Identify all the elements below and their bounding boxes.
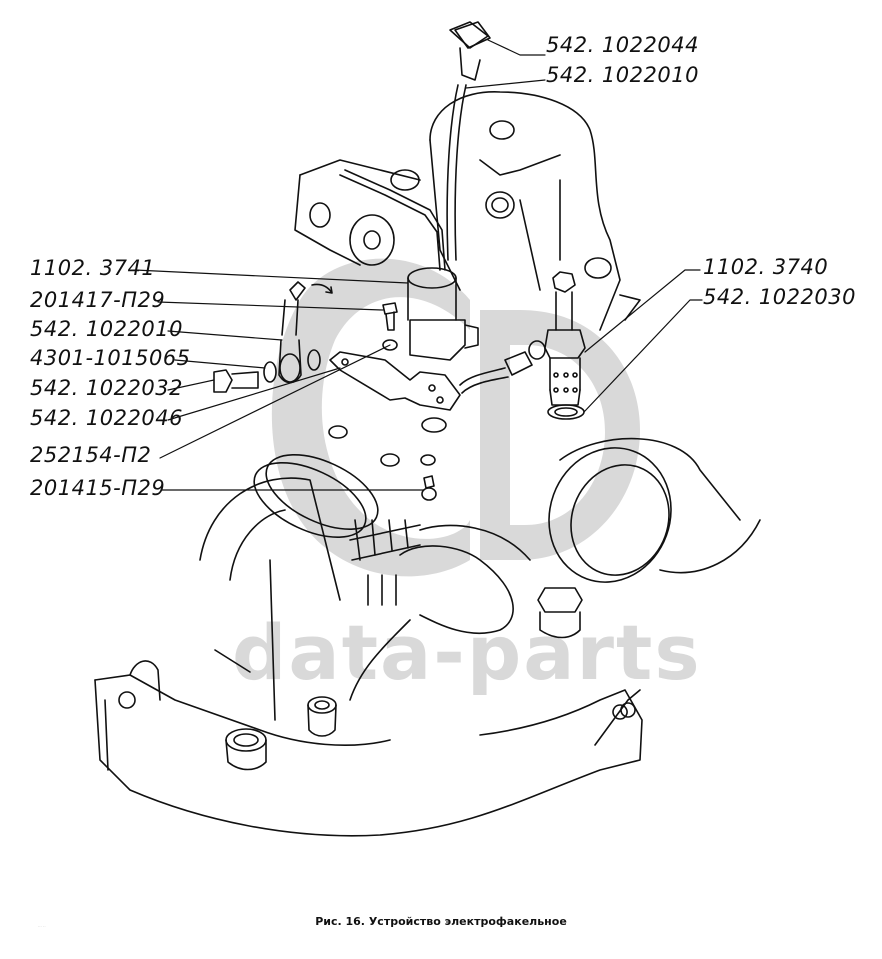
callout-542-1022032: 542. 1022032 [30,376,183,400]
callout-1102-3741: 1102. 3741 [30,256,156,280]
leader-542-1022046 [167,367,341,421]
leader-542-1022032 [167,379,215,391]
figure-caption: Рис. 16. Устройство электрофакельное [315,915,567,928]
manifold-boss-left [225,728,267,771]
mounting-bracket [329,351,461,411]
leader-542-1022010-top [465,79,546,89]
callout-542-1022044: 542. 1022044 [546,33,699,57]
leader-lines-top-right [465,39,546,89]
callout-1102-3740: 1102. 3740 [703,255,829,279]
leader-1102-3740 [584,269,701,353]
leader-lines-right [583,269,703,413]
leader-201417-p29 [157,301,384,311]
fuel-pump-housing [294,91,641,331]
callout-542-1022010-top: 542. 1022010 [546,63,699,87]
leader-542-1022010-left [167,330,283,341]
electrical-lead [446,21,491,261]
callout-252154-p2: 252154-П2 [30,443,152,467]
leader-1102-3741 [134,269,409,284]
corner-mark: ... .. [38,923,46,928]
hose-clamp [253,454,421,606]
banjo-bolt [213,369,259,393]
bolt-201417 [382,302,398,331]
callout-542-1022010-left: 542. 1022010 [30,317,183,341]
drain-plug [537,587,583,639]
leader-542-1022030 [583,299,703,413]
leader-lines-left [134,269,425,491]
callout-201415-p29: 201415-П29 [30,476,166,500]
electrical-connector [449,21,489,49]
leader-4301-1015065 [174,359,266,369]
outlet-flange [548,437,761,583]
callout-542-1022030: 542. 1022030 [703,285,856,309]
watermark-logo-g [271,258,470,577]
leader-542-1022044 [487,39,546,56]
manifold-top-bosses [328,417,447,467]
intake-manifold [94,477,643,837]
washer-252154 [382,339,436,466]
watermark-text: data-parts [232,608,702,697]
sealing-washer [547,404,585,420]
rotation-arrow-icon [311,283,333,294]
fuel-hose [459,351,533,394]
glow-plug [528,271,586,406]
manifold-boss-right [307,696,337,737]
solenoid-valve [407,267,479,361]
watermark-logo-p [480,310,640,560]
banjo-fitting [263,281,321,384]
fuel-tube [339,169,446,271]
callout-201417-p29: 201417-П29 [30,288,166,312]
bolt-201415 [421,475,437,501]
leader-252154-p2 [159,344,391,459]
callout-4301-1015065: 4301-1015065 [30,346,191,370]
callout-542-1022046: 542. 1022046 [30,406,183,430]
